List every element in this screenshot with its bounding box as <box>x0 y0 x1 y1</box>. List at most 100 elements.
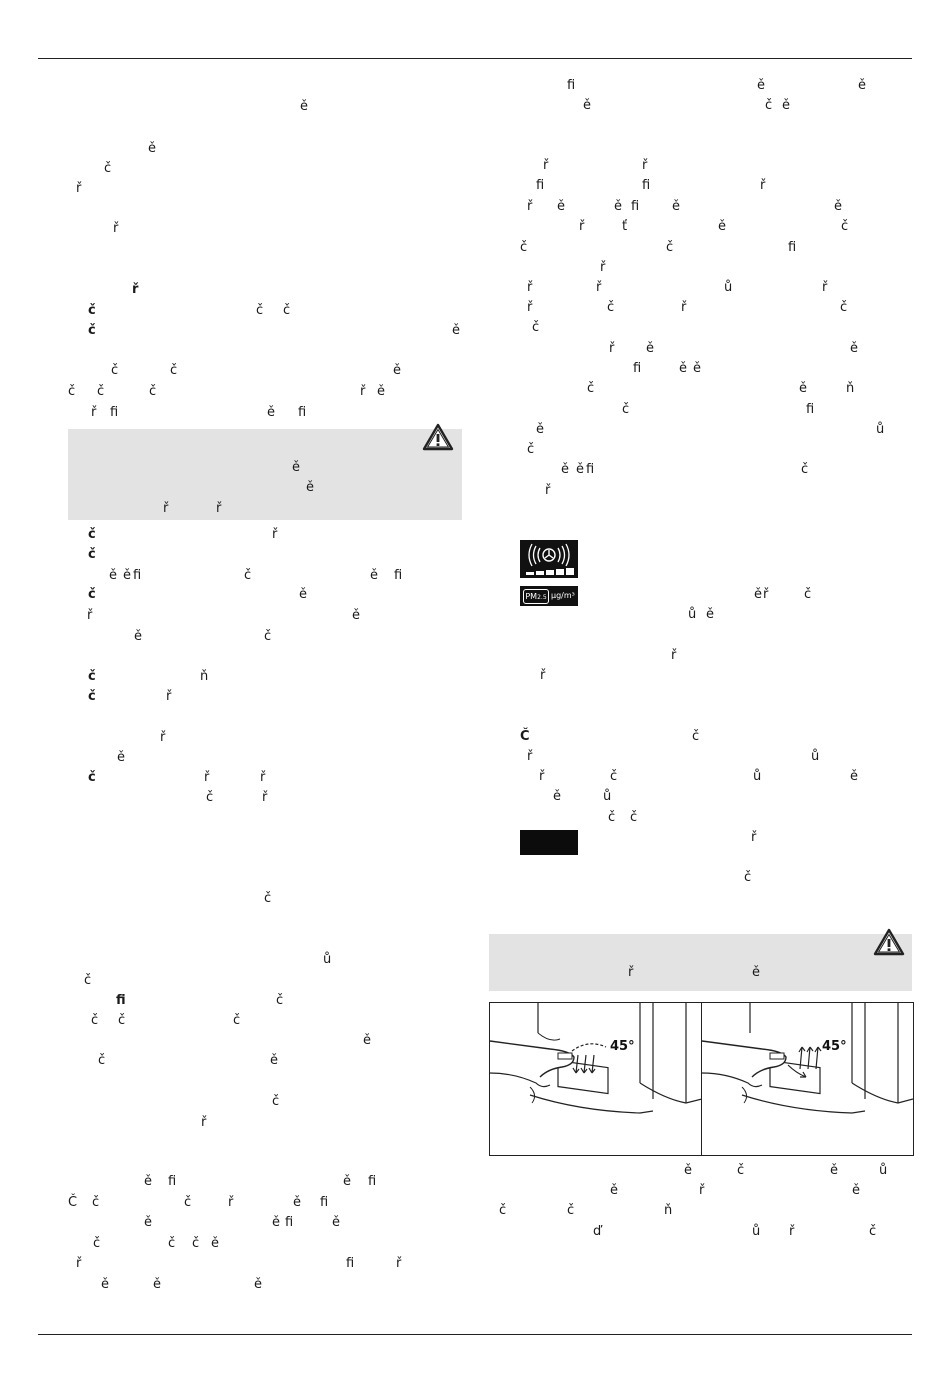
text-glyph: č <box>765 98 773 113</box>
text-glyph: č <box>192 1236 200 1251</box>
text-glyph: ř <box>642 158 648 173</box>
text-glyph: fi <box>631 199 640 214</box>
text-glyph: č <box>567 1203 575 1218</box>
text-glyph: fi <box>116 993 126 1008</box>
text-glyph: č <box>869 1224 877 1239</box>
text-glyph: ě <box>123 568 131 583</box>
text-glyph: ů <box>724 280 733 295</box>
text-glyph: č <box>149 384 157 399</box>
text-glyph: č <box>84 973 92 988</box>
text-glyph: č <box>840 300 848 315</box>
text-glyph: č <box>744 870 752 885</box>
text-glyph: ů <box>603 789 612 804</box>
text-glyph: č <box>607 300 615 315</box>
text-glyph: ě <box>561 462 569 477</box>
text-glyph: ě <box>144 1174 152 1189</box>
text-glyph: ě <box>254 1277 262 1292</box>
text-glyph: č <box>88 323 96 338</box>
text-glyph: ř <box>201 1115 207 1130</box>
text-glyph: č <box>737 1163 745 1178</box>
text-glyph: Č <box>68 1195 78 1210</box>
text-glyph: ě <box>134 629 142 644</box>
text-glyph: ě <box>672 199 680 214</box>
text-glyph: fi <box>394 568 403 583</box>
text-glyph: č <box>233 1013 241 1028</box>
text-glyph: ř <box>543 158 549 173</box>
text-glyph: ě <box>754 587 762 602</box>
text-glyph: č <box>98 1053 106 1068</box>
text-glyph: fi <box>633 361 642 376</box>
text-glyph: č <box>170 363 178 378</box>
text-glyph: ň <box>200 669 209 684</box>
text-glyph: č <box>184 1195 192 1210</box>
text-glyph: č <box>499 1203 507 1218</box>
pm25-badge: PM2.5 <box>523 589 549 604</box>
text-glyph: ě <box>679 361 687 376</box>
text-glyph: č <box>118 1013 126 1028</box>
text-glyph: č <box>630 810 638 825</box>
text-glyph: ě <box>718 219 726 234</box>
text-glyph: ť <box>622 219 628 234</box>
footer-rule <box>38 1334 912 1335</box>
text-glyph: ř <box>160 730 166 745</box>
text-glyph: ě <box>293 1195 301 1210</box>
text-glyph: ř <box>91 405 97 420</box>
text-glyph: ě <box>830 1163 838 1178</box>
text-glyph: fi <box>320 1195 329 1210</box>
text-glyph: fi <box>536 178 545 193</box>
text-glyph: ě <box>850 769 858 784</box>
text-glyph: ř <box>600 260 606 275</box>
text-glyph: fi <box>806 402 815 417</box>
text-glyph: ř <box>262 790 268 805</box>
text-glyph: ř <box>751 830 757 845</box>
text-glyph: č <box>88 303 96 318</box>
text-glyph: č <box>168 1236 176 1251</box>
warning-box-left <box>68 423 462 520</box>
black-display-bar <box>520 830 578 855</box>
text-glyph: ě <box>834 199 842 214</box>
text-glyph: č <box>527 442 535 457</box>
text-glyph: ň <box>664 1203 673 1218</box>
text-glyph: ř <box>260 770 266 785</box>
text-glyph: č <box>91 1013 99 1028</box>
text-glyph: č <box>622 402 630 417</box>
text-glyph: ň <box>846 381 855 396</box>
text-glyph: ř <box>87 608 93 623</box>
warning-text-glyph: ř <box>163 501 169 516</box>
text-glyph: č <box>608 810 616 825</box>
text-glyph: ě <box>270 1053 278 1068</box>
text-glyph: ř <box>822 280 828 295</box>
warning-triangle-icon <box>422 423 454 451</box>
text-glyph: ě <box>614 199 622 214</box>
text-glyph: ě <box>557 199 565 214</box>
text-glyph: ě <box>452 323 460 338</box>
text-glyph: ě <box>583 98 591 113</box>
text-glyph: č <box>68 384 76 399</box>
text-glyph: ě <box>117 750 125 765</box>
text-glyph: ě <box>799 381 807 396</box>
text-glyph: ě <box>553 789 561 804</box>
text-glyph: č <box>88 669 96 684</box>
text-glyph: ů <box>688 607 697 622</box>
text-glyph: ů <box>879 1163 888 1178</box>
text-glyph: ř <box>539 769 545 784</box>
text-glyph: č <box>520 240 528 255</box>
text-glyph: ř <box>396 1256 402 1271</box>
text-glyph: č <box>272 1094 280 1109</box>
text-glyph: č <box>111 363 119 378</box>
pm-subscript: 2.5 <box>537 594 547 601</box>
text-glyph: ř <box>228 1195 234 1210</box>
text-glyph: fi <box>285 1215 294 1230</box>
fan-speed-icon <box>520 540 578 578</box>
text-glyph: ě <box>377 384 385 399</box>
text-glyph: č <box>666 240 674 255</box>
text-glyph: č <box>93 1236 101 1251</box>
text-glyph: fi <box>788 240 797 255</box>
text-glyph: ů <box>753 769 762 784</box>
text-glyph: ř <box>609 341 615 356</box>
text-glyph: ě <box>352 608 360 623</box>
text-glyph: č <box>88 587 96 602</box>
text-glyph: fi <box>110 405 119 420</box>
text-glyph: ř <box>760 178 766 193</box>
text-glyph: ř <box>681 300 687 315</box>
